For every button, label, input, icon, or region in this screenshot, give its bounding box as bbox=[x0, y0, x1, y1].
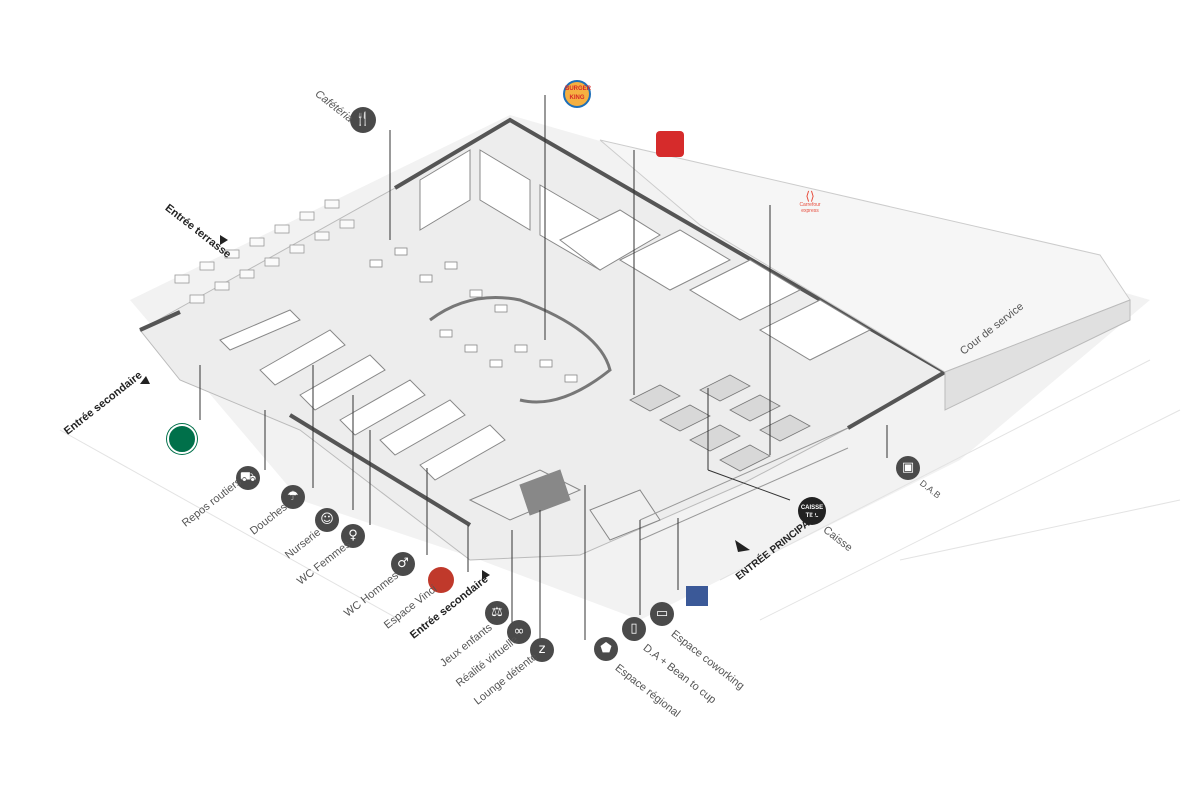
cutlery-icon: 🍴 bbox=[350, 107, 376, 133]
road-markings bbox=[59, 359, 1181, 621]
back-rooms bbox=[419, 149, 872, 361]
vinci-logo bbox=[428, 567, 454, 593]
atm-icon: ▣ bbox=[896, 456, 920, 480]
woman-icon: ♀ bbox=[341, 524, 365, 548]
truck-icon: ⛟ bbox=[236, 466, 260, 490]
vending-machine-icon: ▯ bbox=[622, 617, 646, 641]
lounge-area bbox=[468, 469, 661, 541]
dining-tables bbox=[369, 247, 578, 383]
leader-lines bbox=[199, 95, 888, 640]
vr-headset-icon: ∞ bbox=[507, 620, 531, 644]
coworking-brand-logo bbox=[686, 586, 708, 606]
lounge-z-icon: z bbox=[530, 638, 554, 662]
outer-walls bbox=[139, 117, 947, 527]
entrance-arrows bbox=[140, 235, 750, 580]
seesaw-icon: ⚖ bbox=[485, 601, 509, 625]
red-brand-logo bbox=[656, 131, 684, 157]
shop-shelves bbox=[629, 374, 811, 472]
shower-icon: ☂ bbox=[281, 485, 305, 509]
monitor-icon: ▭ bbox=[650, 602, 674, 626]
starbucks-logo bbox=[167, 424, 197, 454]
baby-icon: ☺ bbox=[315, 508, 339, 532]
sanitary-block bbox=[219, 309, 506, 481]
man-icon: ♂ bbox=[391, 552, 415, 576]
food-court-counter bbox=[429, 296, 612, 404]
main-entrance-facade bbox=[639, 427, 849, 541]
france-map-icon: ⬟ bbox=[594, 637, 618, 661]
terrace-tables bbox=[174, 199, 355, 304]
